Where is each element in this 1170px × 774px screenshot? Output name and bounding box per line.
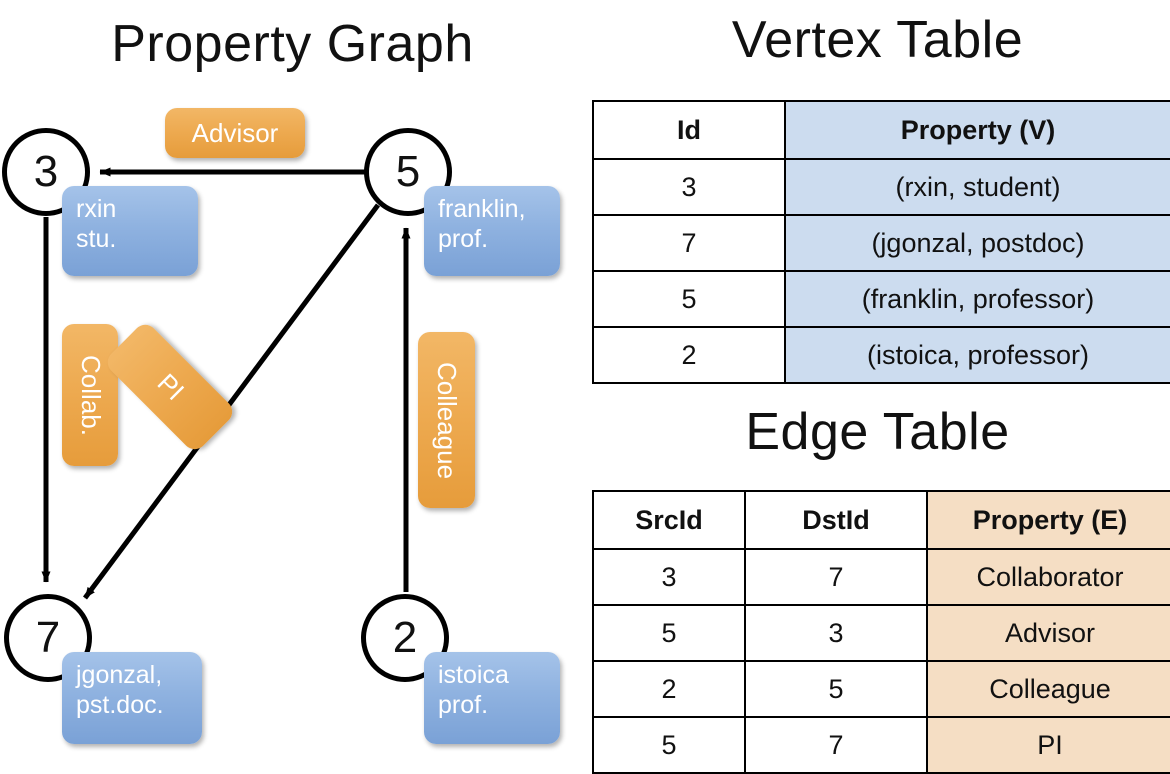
vertex-cell-id: 5 bbox=[592, 270, 786, 328]
edge-label-pi-text: PI bbox=[151, 367, 190, 406]
vertex-cell-property: (rxin, student) bbox=[784, 158, 1170, 216]
graph-node-5[interactable]: 5 bbox=[364, 128, 452, 216]
property-graph-diagram: 3 5 7 2 rxin stu. franklin, prof. jgonza… bbox=[0, 0, 585, 760]
edge-cell-property: Colleague bbox=[926, 660, 1170, 718]
vertex-table-header-id: Id bbox=[592, 100, 786, 160]
edge-table: SrcId DstId Property (E) 3 7 Collaborato… bbox=[592, 490, 1170, 774]
vertex-table: Id Property (V) 3 (rxin, student) 7 (jgo… bbox=[592, 100, 1170, 384]
edge-cell-dstid: 7 bbox=[744, 548, 928, 606]
graph-node-7-label: 7 bbox=[35, 613, 61, 662]
table-row[interactable]: 2 5 Colleague bbox=[592, 660, 1170, 718]
edge-5-to-7-pi bbox=[82, 203, 381, 600]
graph-edges-svg bbox=[41, 167, 411, 600]
vertex-cell-property: (franklin, professor) bbox=[784, 270, 1170, 328]
table-row[interactable]: 7 (jgonzal, postdoc) bbox=[592, 214, 1170, 272]
vertex-property-5-line2: prof. bbox=[438, 224, 489, 253]
edge-table-header-dstid: DstId bbox=[744, 490, 928, 550]
table-row[interactable]: 5 7 PI bbox=[592, 716, 1170, 774]
edge-cell-srcid: 3 bbox=[592, 548, 746, 606]
graph-node-2[interactable]: 2 bbox=[361, 594, 449, 682]
vertex-table-header-property: Property (V) bbox=[784, 100, 1170, 160]
table-row[interactable]: 5 (franklin, professor) bbox=[592, 270, 1170, 328]
edge-cell-property: PI bbox=[926, 716, 1170, 774]
table-row[interactable]: 2 (istoica, professor) bbox=[592, 326, 1170, 384]
table-row[interactable]: 3 7 Collaborator bbox=[592, 548, 1170, 606]
table-row[interactable]: 5 3 Advisor bbox=[592, 604, 1170, 662]
vertex-cell-id: 7 bbox=[592, 214, 786, 272]
vertex-cell-property: (istoica, professor) bbox=[784, 326, 1170, 384]
vertex-cell-id: 2 bbox=[592, 326, 786, 384]
edge-label-advisor: Advisor bbox=[165, 108, 305, 158]
graph-node-2-label: 2 bbox=[392, 613, 418, 662]
graph-node-3-label: 3 bbox=[33, 147, 59, 196]
vertex-table-header-row: Id Property (V) bbox=[592, 100, 1170, 160]
vertex-property-2-line1: istoica bbox=[438, 661, 509, 689]
vertex-property-3-line1: rxin bbox=[76, 195, 117, 223]
vertex-property-callout-3: rxin stu. bbox=[62, 186, 198, 276]
vertex-cell-property: (jgonzal, postdoc) bbox=[784, 214, 1170, 272]
edge-cell-dstid: 5 bbox=[744, 660, 928, 718]
edge-cell-property: Collaborator bbox=[926, 548, 1170, 606]
edge-label-collaborator-text: Collab. bbox=[75, 354, 106, 436]
vertex-property-callout-2: istoica prof. bbox=[424, 652, 560, 744]
edge-label-collaborator: Collab. bbox=[62, 324, 118, 466]
page-title-vertex-table: Vertex Table bbox=[731, 11, 1024, 69]
edge-table-header-srcid: SrcId bbox=[592, 490, 746, 550]
edge-table-header-row: SrcId DstId Property (E) bbox=[592, 490, 1170, 550]
vertex-property-callout-5: franklin, prof. bbox=[424, 186, 560, 276]
vertex-cell-id: 3 bbox=[592, 158, 786, 216]
edge-label-colleague-text: Colleague bbox=[432, 361, 462, 479]
edge-cell-srcid: 5 bbox=[592, 716, 746, 774]
vertex-property-3-line2: stu. bbox=[76, 224, 117, 253]
edge-cell-dstid: 3 bbox=[744, 604, 928, 662]
vertex-property-2-line2: prof. bbox=[438, 690, 489, 719]
vertex-property-5-line1: franklin, bbox=[438, 195, 526, 223]
edge-cell-dstid: 7 bbox=[744, 716, 928, 774]
edge-label-advisor-text: Advisor bbox=[191, 117, 279, 148]
graph-node-5-label: 5 bbox=[395, 147, 421, 196]
edge-cell-property: Advisor bbox=[926, 604, 1170, 662]
edge-cell-srcid: 5 bbox=[592, 604, 746, 662]
edge-label-colleague: Colleague bbox=[418, 332, 475, 508]
page-title-property-graph: Property Graph bbox=[111, 15, 474, 73]
page-title-edge-table: Edge Table bbox=[745, 403, 1010, 461]
vertex-property-7-line1: jgonzal, bbox=[76, 661, 163, 689]
edge-cell-srcid: 2 bbox=[592, 660, 746, 718]
edge-table-header-property: Property (E) bbox=[926, 490, 1170, 550]
vertex-property-callout-7: jgonzal, pst.doc. bbox=[62, 652, 202, 744]
vertex-property-7-line2: pst.doc. bbox=[76, 690, 164, 719]
table-row[interactable]: 3 (rxin, student) bbox=[592, 158, 1170, 216]
